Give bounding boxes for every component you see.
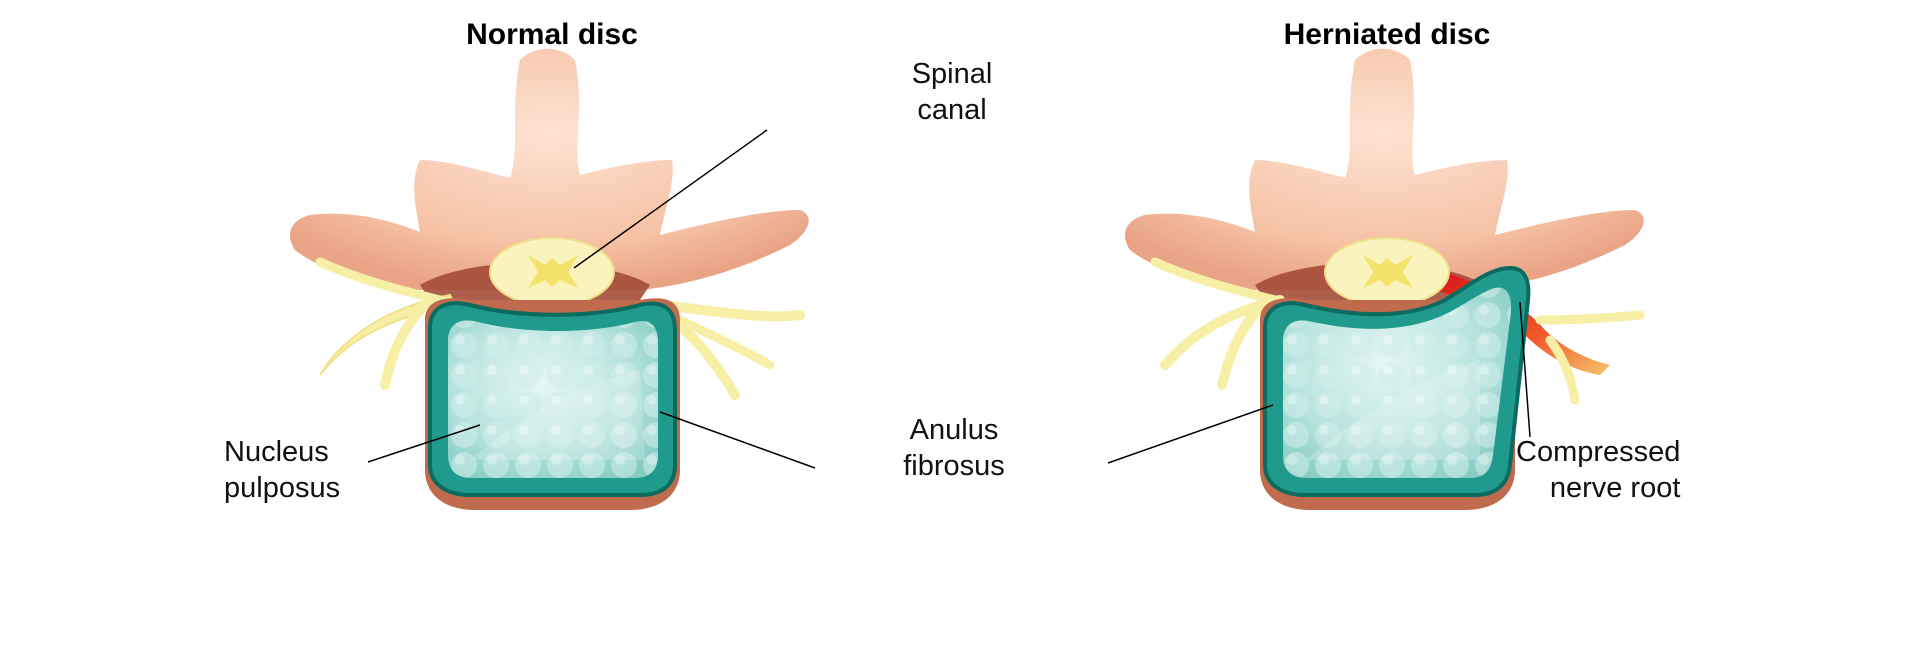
title-herniated-disc: Herniated disc: [1283, 18, 1491, 51]
normal-nerve-right: [655, 300, 805, 322]
leader-anulus-right: [1107, 404, 1274, 464]
leader-nucleus-left: [367, 424, 481, 463]
label-compressed-nerve-root: Compressed nerve root: [1516, 434, 1680, 506]
leader-spinal-canal: [573, 129, 768, 269]
label-anulus-line2: fibrosus: [903, 450, 1005, 482]
label-nucleus-line2: pulposus: [224, 472, 341, 504]
label-nucleus-pulposus: Nucleus pulposus: [224, 434, 340, 506]
herniated-vertebra: [1125, 48, 1645, 510]
herniated-spinous-process: [1125, 48, 1644, 290]
leader-compressed-nerve: [1519, 301, 1531, 438]
label-spinal-canal-line1: Spinal: [911, 58, 993, 90]
normal-vertebra: [290, 48, 809, 510]
label-compressed-line1: Compressed: [1516, 436, 1681, 468]
label-nucleus-line1: Nucleus: [224, 436, 329, 468]
label-anulus-fibrosus: Anulus fibrosus: [903, 412, 1005, 484]
label-spinal-canal-line2: canal: [917, 94, 987, 126]
normal-cord-grey-matter: [528, 255, 578, 288]
label-anulus-line1: Anulus: [909, 414, 999, 446]
leader-anulus-left: [659, 411, 816, 469]
title-normal-disc: Normal disc: [466, 18, 638, 51]
label-compressed-line2: nerve root: [1549, 472, 1681, 504]
normal-spinous-process: [290, 48, 809, 290]
label-spinal-canal: Spinal canal: [912, 56, 993, 128]
